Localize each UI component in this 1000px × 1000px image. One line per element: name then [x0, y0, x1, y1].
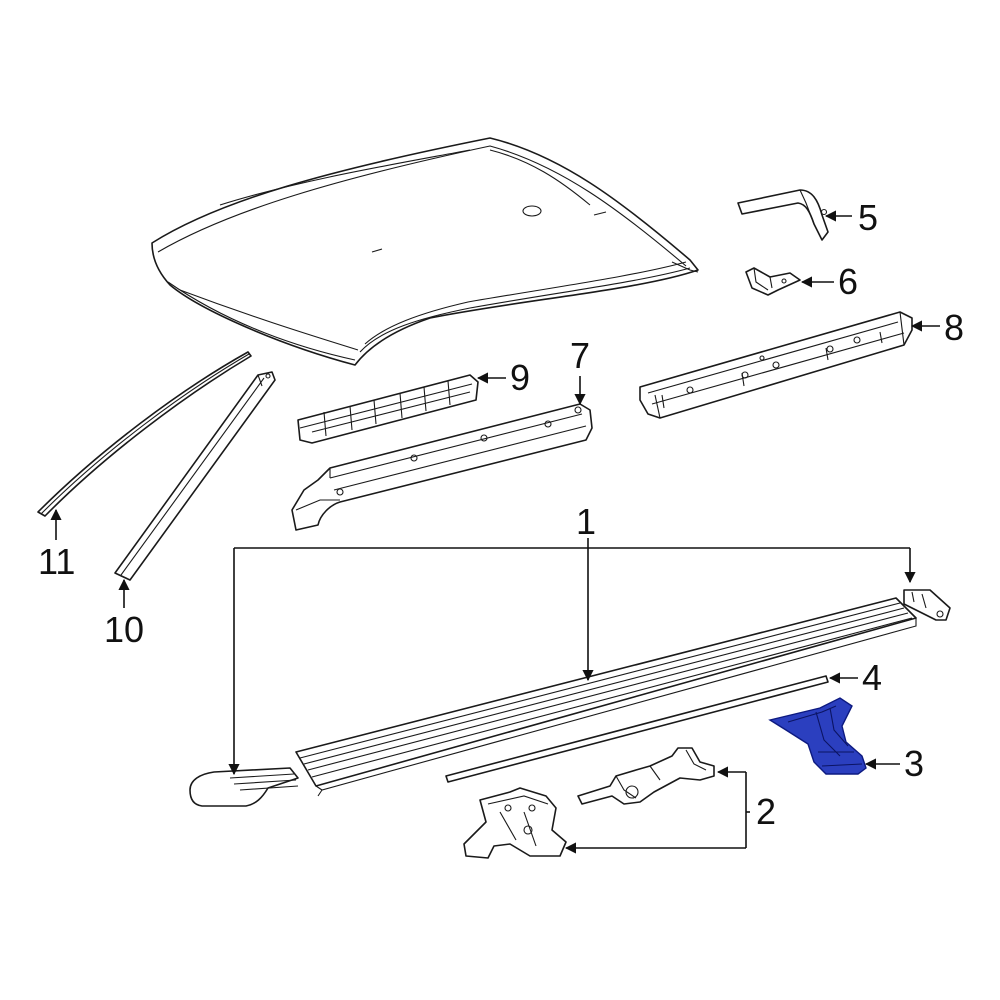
- callout-4: 4: [862, 657, 882, 698]
- callout-3: 3: [904, 743, 924, 784]
- part-2-mount-bracket[interactable]: [463, 787, 567, 859]
- callout-11: 11: [38, 541, 75, 582]
- callout-labels: 1 2 3 4 5 6 7 8 9 10 11: [38, 197, 964, 832]
- part-3-bracket[interactable]: [768, 697, 867, 775]
- part-6-bracket[interactable]: [745, 267, 801, 296]
- part-10-drip-rail[interactable]: [114, 371, 276, 581]
- part-2-motor-assembly[interactable]: [577, 747, 715, 805]
- part-7-inner-rocker[interactable]: [291, 403, 593, 531]
- part-1-front-end-cap[interactable]: [189, 767, 299, 807]
- part-9-reinforcement[interactable]: [297, 374, 479, 444]
- callout-6: 6: [838, 261, 858, 302]
- leader-lines: [50, 210, 940, 854]
- part-1-rear-end-cap[interactable]: [903, 589, 951, 621]
- callout-5: 5: [858, 197, 878, 238]
- callout-9: 9: [510, 357, 530, 398]
- callout-10: 10: [104, 609, 144, 650]
- callout-8: 8: [944, 307, 964, 348]
- callout-7: 7: [570, 335, 590, 376]
- part-11-roof-moulding[interactable]: [37, 351, 252, 517]
- callout-1: 1: [576, 501, 596, 542]
- part-4-rod[interactable]: [445, 675, 829, 783]
- part-5-bracket[interactable]: [737, 189, 829, 241]
- part-1-running-board[interactable]: [295, 597, 917, 797]
- callout-2: 2: [756, 791, 776, 832]
- roof-panel[interactable]: [151, 137, 699, 366]
- part-8-side-rail[interactable]: [639, 311, 913, 419]
